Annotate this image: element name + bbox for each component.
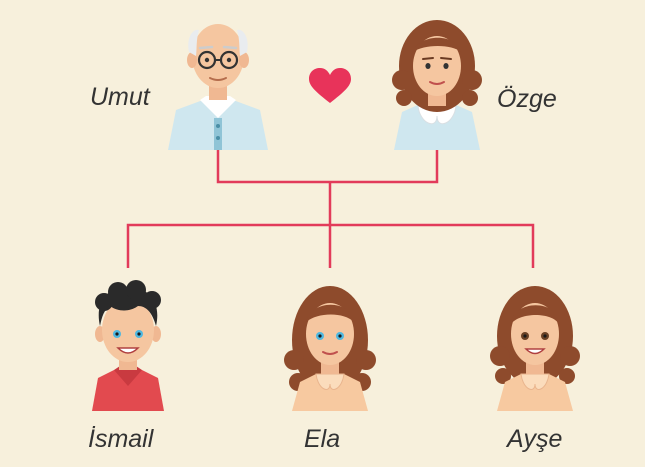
parent-name-umut: Umut xyxy=(90,83,150,111)
girl-avatar-icon xyxy=(284,286,376,411)
child-name-ela: Ela xyxy=(304,425,341,453)
girl-avatar-icon xyxy=(490,286,580,411)
boy-avatar-icon xyxy=(92,280,164,411)
grandmother-avatar-icon xyxy=(392,20,482,150)
heart-icon xyxy=(309,68,351,103)
connector-lines xyxy=(126,148,535,268)
child-name-ayse: Ayşe xyxy=(507,425,563,453)
child-name-ismail: İsmail xyxy=(88,425,154,453)
grandfather-avatar-icon xyxy=(168,24,268,150)
parent-name-ozge: Özge xyxy=(497,85,557,113)
